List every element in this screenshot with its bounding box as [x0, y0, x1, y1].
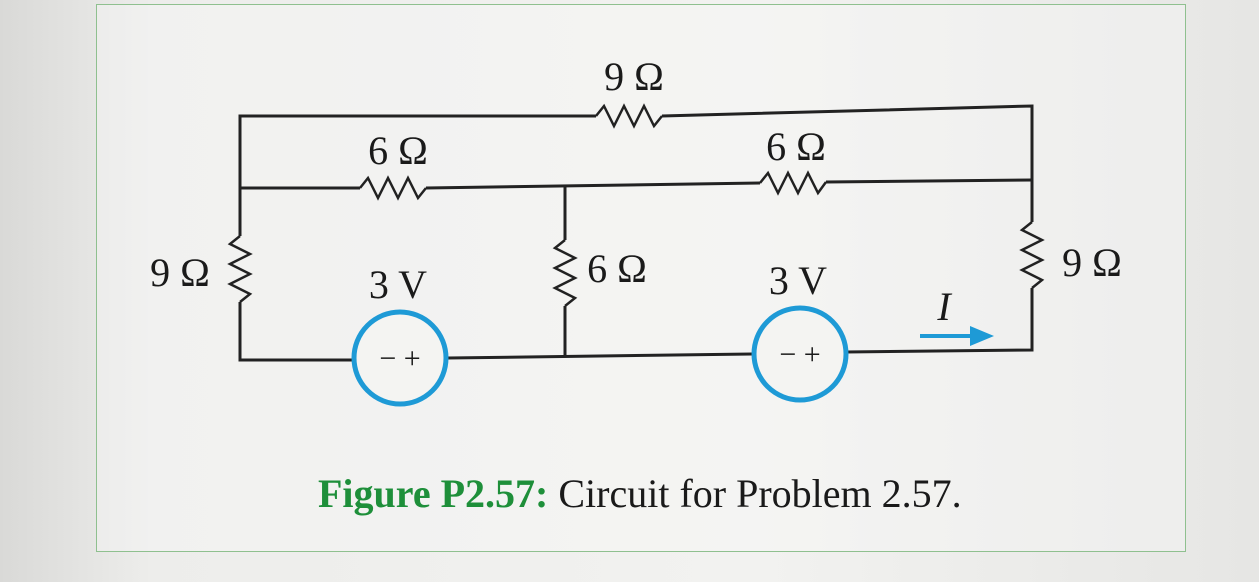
top-wire-left: [238, 114, 596, 188]
right-voltage-source: [751, 305, 849, 403]
middle-wire-center: [425, 181, 761, 190]
top-wire-right: [661, 104, 1034, 180]
left-voltage-source: [351, 309, 449, 407]
left-resistor-label: 9 Ω: [150, 250, 210, 295]
middle-right-resistor-label: 6 Ω: [766, 124, 826, 169]
middle-left-resistor: [359, 175, 427, 201]
left-resistor: [227, 235, 253, 303]
right-resistor-label: 9 Ω: [1062, 240, 1122, 285]
current-label: I: [936, 284, 952, 329]
right-wire-lower: [845, 288, 1034, 354]
figure-caption: Figure P2.57: Circuit for Problem 2.57.: [318, 470, 962, 517]
top-resistor: [595, 103, 663, 129]
center-resistor-label: 6 Ω: [587, 246, 647, 291]
middle-left-resistor-label: 6 Ω: [368, 128, 428, 173]
right-source-polarity: − +: [779, 338, 820, 371]
middle-wire-right: [825, 178, 1033, 184]
figure-frame: [96, 4, 1186, 552]
left-source-polarity: − +: [379, 342, 420, 375]
figure-caption-text: Circuit for Problem 2.57.: [548, 471, 962, 516]
current-arrow-head: [970, 326, 994, 346]
right-resistor: [1019, 221, 1045, 289]
middle-right-resistor: [759, 170, 828, 196]
bottom-wire-middle: [447, 352, 753, 360]
right-source-voltage-label: 3 V: [769, 258, 827, 303]
top-resistor-label: 9 Ω: [604, 54, 664, 99]
left-wire-lower: [238, 302, 352, 362]
center-resistor: [552, 239, 578, 307]
figure-caption-label: Figure P2.57:: [318, 471, 549, 516]
left-source-voltage-label: 3 V: [369, 262, 427, 307]
